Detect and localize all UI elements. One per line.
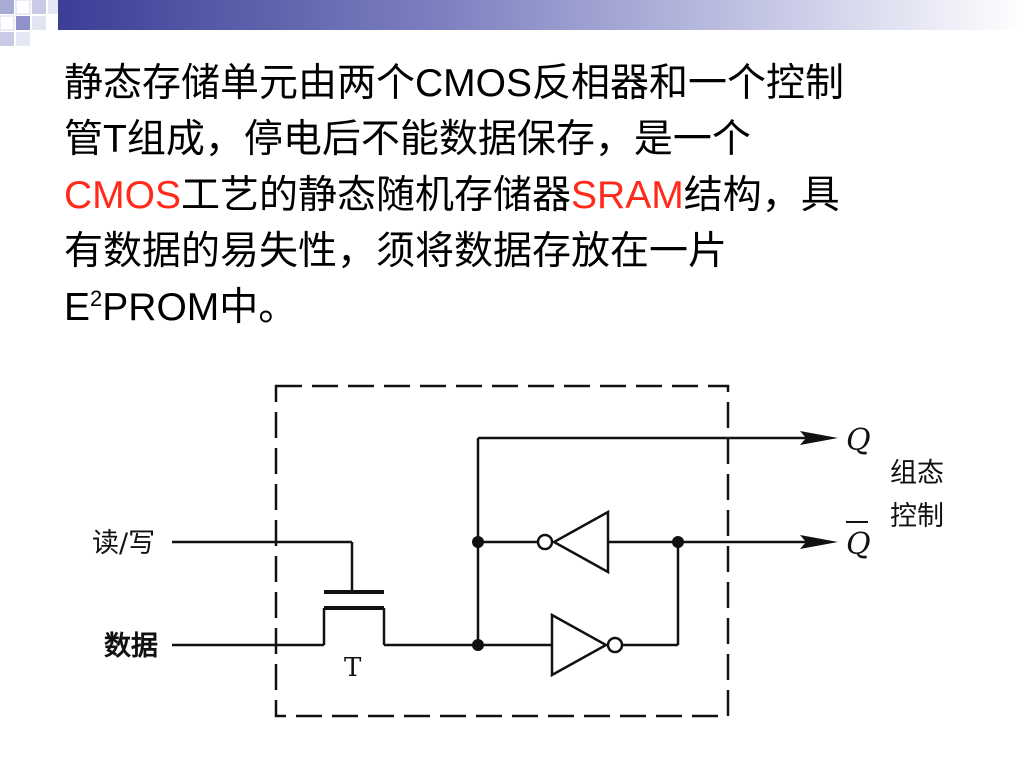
paragraph-line-4: 有数据的易失性，须将数据存放在一片 — [64, 230, 728, 273]
cell-boundary-box — [274, 384, 730, 718]
corner-decoration — [0, 0, 58, 46]
control-label-line2: 控制 — [890, 501, 944, 532]
paragraph-line-2: 管T组成，停电后不能数据保存，是一个 — [64, 118, 751, 161]
output-qbar-label: Q — [846, 527, 871, 562]
header-gradient-bar — [58, 0, 1024, 30]
input-data-label: 数据 — [104, 631, 158, 662]
output-q-label: Q — [846, 423, 871, 458]
paragraph-line-1: 静态存储单元由两个CMOS反相器和一个控制 — [64, 62, 845, 105]
highlight-sram: SRAM — [571, 174, 684, 217]
junction-dot — [472, 536, 484, 548]
input-rw-label: 读/写 — [92, 528, 155, 559]
junction-dot — [672, 536, 684, 548]
paragraph-line-3: CMOS工艺的静态随机存储器SRAM结构，具 — [64, 174, 840, 217]
superscript-2: 2 — [90, 286, 103, 311]
q-arrow-head — [800, 431, 838, 445]
upper-inverter — [551, 509, 610, 575]
sram-cell-diagram: 读/写 数据 T Q Q 组态 控制 — [92, 384, 944, 718]
qbar-arrow-head — [800, 535, 838, 549]
slide-paragraph: 静态存储单元由两个CMOS反相器和一个控制 管T组成，停电后不能数据保存，是一个… — [64, 56, 984, 336]
transistor-label: T — [344, 653, 362, 683]
paragraph-line-5: E2PROM中。 — [64, 286, 298, 329]
lower-inverter — [550, 612, 609, 678]
control-label-line1: 组态 — [890, 458, 944, 489]
junction-dot — [472, 639, 484, 651]
highlight-cmos: CMOS — [64, 174, 181, 217]
